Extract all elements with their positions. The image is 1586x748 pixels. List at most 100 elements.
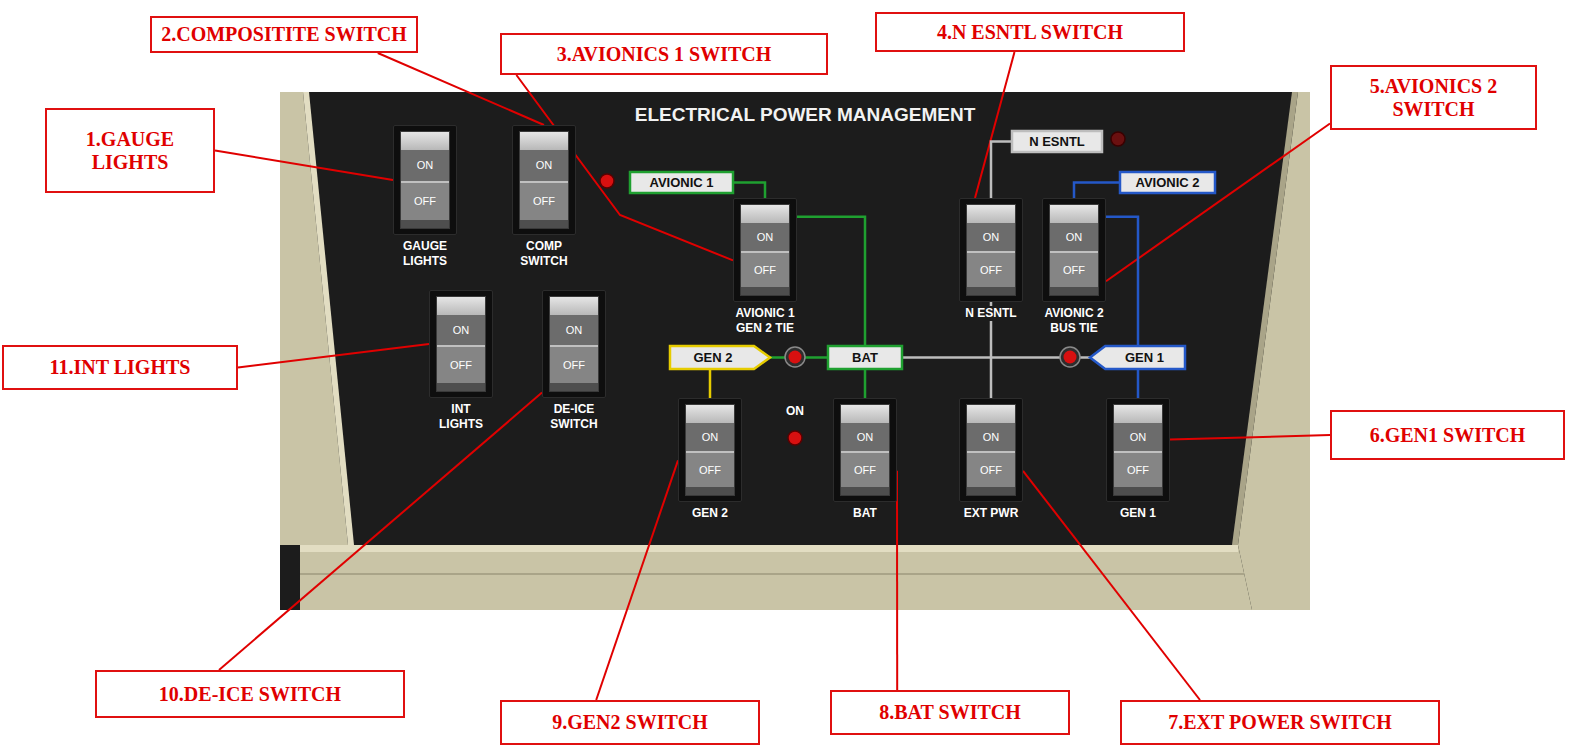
switch-cap	[1050, 205, 1098, 223]
indicator-light	[600, 174, 614, 188]
switch-base	[550, 383, 598, 391]
switch-off-segment: OFF	[1114, 451, 1162, 487]
switch-base	[967, 287, 1015, 295]
callout-text: 3.AVIONICS 1 SWITCH	[557, 43, 772, 66]
rocker-switch: ONOFFAVIONIC 2 BUS TIE	[1042, 198, 1106, 302]
switch-base	[967, 487, 1015, 495]
rocker-switch: ONOFFEXT PWR	[959, 398, 1023, 502]
switch-off-segment: OFF	[967, 451, 1015, 487]
switch-face: ON OFF	[967, 205, 1015, 295]
switch-label: GAUGE LIGHTS	[395, 239, 455, 269]
bus-tag-shape	[1012, 131, 1102, 152]
switch-off-text: OFF	[414, 195, 436, 207]
switch-on-text: ON	[983, 231, 1000, 243]
bus-wire	[991, 142, 1012, 199]
callout-box: 10.DE-ICE SWITCH	[95, 670, 405, 718]
switch-cap	[520, 132, 568, 150]
switch-off-text: OFF	[533, 195, 555, 207]
switch-label: GEN 1	[1120, 506, 1156, 521]
callout-box: 8.BAT SWITCH	[830, 690, 1070, 735]
control-panel: ELECTRICAL POWER MANAGEMENTONOFFGAUGE LI…	[280, 92, 1310, 610]
switch-off-segment: OFF	[520, 181, 568, 220]
bus-wire	[733, 183, 765, 199]
panel-frame-bevel	[303, 92, 354, 545]
indicator-ring	[1060, 347, 1080, 367]
switch-on-segment: ON	[967, 423, 1015, 451]
callout-box: 4.N ESNTL SWITCH	[875, 12, 1185, 52]
switch-on-text: ON	[702, 431, 719, 443]
callout-text: 5.AVIONICS 2 SWITCH	[1340, 75, 1527, 121]
switch-cap	[686, 405, 734, 423]
callout-text: 4.N ESNTL SWITCH	[937, 21, 1123, 44]
switch-face: ON OFF	[686, 405, 734, 495]
callout-box: 1.GAUGE LIGHTS	[45, 108, 215, 193]
bus-wire	[1137, 369, 1140, 398]
switch-face: ON OFF	[1114, 405, 1162, 495]
callout-box: 5.AVIONICS 2 SWITCH	[1330, 65, 1537, 130]
switch-cap	[401, 132, 449, 150]
panel-face	[280, 92, 1310, 610]
switch-on-segment: ON	[841, 423, 889, 451]
bus-wire	[1074, 183, 1120, 199]
rocker-switch: ONOFFGAUGE LIGHTS	[393, 125, 457, 235]
bus-wire	[709, 369, 712, 398]
switch-base	[841, 487, 889, 495]
switch-label: GEN 2	[692, 506, 728, 521]
switch-face: ON OFF	[520, 132, 568, 228]
switch-label: EXT PWR	[964, 506, 1019, 521]
switch-off-segment: OFF	[550, 345, 598, 383]
switch-off-text: OFF	[1127, 464, 1149, 476]
switch-off-text: OFF	[563, 359, 585, 371]
switch-off-text: OFF	[450, 359, 472, 371]
switch-face: ONOFF	[437, 297, 485, 391]
switch-face: ONOFF	[741, 205, 789, 295]
switch-off-segment: OFF	[741, 251, 789, 287]
indicator-light	[1064, 351, 1077, 364]
switch-off-segment: OFF	[967, 251, 1015, 287]
switch-face: ONOFF	[841, 405, 889, 495]
switch-off-segment: OFF	[437, 345, 485, 383]
rocker-switch: ONOFFCOMP SWITCH	[512, 125, 576, 235]
rocker-switch: ONOFFDE-ICE SWITCH	[542, 290, 606, 398]
switch-on-segment: ON	[550, 315, 598, 345]
bus-tag-shape	[670, 346, 770, 369]
switch-cap	[967, 205, 1015, 223]
indicator-ring	[785, 347, 805, 367]
leader-line	[975, 52, 1015, 198]
bus-tag-text: AVIONIC 2	[1135, 175, 1199, 190]
switch-cap	[437, 297, 485, 315]
switch-label: BAT	[853, 506, 877, 521]
switch-face: ON OFF	[550, 297, 598, 391]
switch-on-segment: ON	[741, 223, 789, 251]
panel-frame-bevel	[1232, 92, 1298, 545]
rocker-switch: ONOFFGEN 1	[1106, 398, 1170, 502]
callout-text: 7.EXT POWER SWITCH	[1168, 711, 1392, 734]
bus-tag-text: AVIONIC 1	[649, 175, 713, 190]
callout-text: 10.DE-ICE SWITCH	[159, 683, 341, 706]
switch-label: COMP SWITCH	[514, 239, 574, 269]
leader-line	[238, 344, 429, 368]
bus-wire	[797, 217, 865, 346]
callout-text: 6.GEN1 SWITCH	[1370, 424, 1526, 447]
bus-tag-text: BAT	[852, 350, 878, 365]
switch-on-text: ON	[536, 159, 553, 171]
switch-on-segment: ON	[1114, 423, 1162, 451]
switch-off-text: OFF	[1063, 264, 1085, 276]
switch-off-segment: OFF	[686, 451, 734, 487]
bus-tag: AVIONIC 1	[630, 172, 733, 193]
bus-tag: N ESNTL	[1012, 131, 1102, 152]
leader-line	[1023, 471, 1200, 700]
switch-face: ONOFF	[967, 405, 1015, 495]
switch-on-text: ON	[857, 431, 874, 443]
switch-base	[1114, 487, 1162, 495]
callout-box: 9.GEN2 SWITCH	[500, 700, 760, 745]
switch-cap	[741, 205, 789, 223]
switch-on-text: ON	[1130, 431, 1147, 443]
leader-line	[219, 393, 542, 670]
bus-tag: AVIONIC 2	[1120, 172, 1215, 193]
leader-line	[1106, 124, 1330, 282]
bus-tag: GEN 1	[1090, 346, 1185, 369]
switch-cap	[550, 297, 598, 315]
callout-text: 9.GEN2 SWITCH	[552, 711, 708, 734]
